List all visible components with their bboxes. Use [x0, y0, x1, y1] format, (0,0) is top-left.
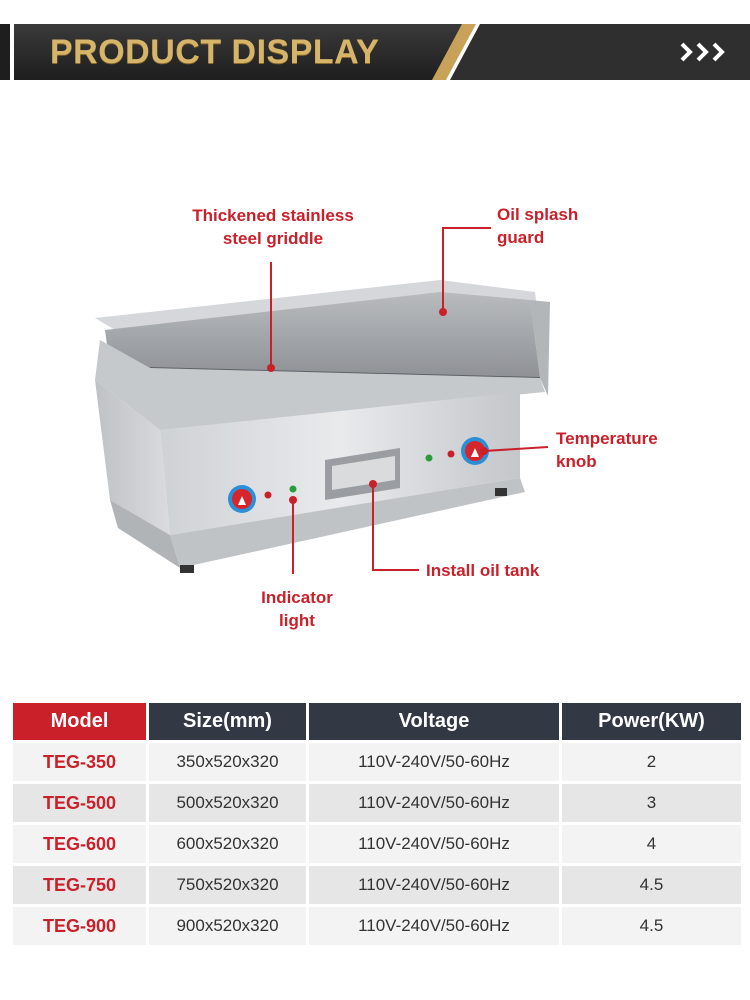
model-cell: TEG-600	[13, 825, 146, 863]
callout-dots	[267, 308, 488, 504]
model-cell: TEG-750	[13, 866, 146, 904]
product-illustration: Thickened stainless steel griddle Oil sp…	[0, 190, 750, 630]
table-header-row: Model Size(mm) Voltage Power(KW)	[13, 703, 741, 740]
table-row: TEG-750 750x520x320 110V-240V/50-60Hz 4.…	[13, 866, 741, 904]
chevrons-icon	[680, 42, 725, 62]
size-cell: 600x520x320	[149, 825, 306, 863]
power-cell: 2	[562, 743, 741, 781]
griddle-image	[95, 227, 550, 574]
header-background	[0, 24, 750, 80]
header-size: Size(mm)	[149, 703, 306, 740]
voltage-cell: 110V-240V/50-60Hz	[309, 825, 559, 863]
table-row: TEG-500 500x520x320 110V-240V/50-60Hz 3	[13, 784, 741, 822]
size-cell: 900x520x320	[149, 907, 306, 945]
callout-indicator-light: Indicator light	[261, 588, 333, 630]
header-banner: PRODUCT DISPLAY	[0, 24, 750, 80]
spec-table: Model Size(mm) Voltage Power(KW) TEG-350…	[10, 700, 744, 948]
voltage-cell: 110V-240V/50-60Hz	[309, 866, 559, 904]
callout-temperature-knob: Temperature knob	[556, 429, 658, 471]
header-power: Power(KW)	[562, 703, 741, 740]
page-title: PRODUCT DISPLAY	[50, 33, 380, 71]
power-cell: 4.5	[562, 866, 741, 904]
model-cell: TEG-500	[13, 784, 146, 822]
table-row: TEG-900 900x520x320 110V-240V/50-60Hz 4.…	[13, 907, 741, 945]
table-row: TEG-600 600x520x320 110V-240V/50-60Hz 4	[13, 825, 741, 863]
size-cell: 500x520x320	[149, 784, 306, 822]
voltage-cell: 110V-240V/50-60Hz	[309, 743, 559, 781]
power-cell: 4	[562, 825, 741, 863]
callout-lines	[270, 227, 549, 574]
voltage-cell: 110V-240V/50-60Hz	[309, 784, 559, 822]
voltage-cell: 110V-240V/50-60Hz	[309, 907, 559, 945]
table-row: TEG-350 350x520x320 110V-240V/50-60Hz 2	[13, 743, 741, 781]
power-cell: 4.5	[562, 907, 741, 945]
size-cell: 350x520x320	[149, 743, 306, 781]
power-cell: 3	[562, 784, 741, 822]
header-model: Model	[13, 703, 146, 740]
model-cell: TEG-350	[13, 743, 146, 781]
callout-splash-guard: Oil splash guard	[497, 205, 579, 247]
header-voltage: Voltage	[309, 703, 559, 740]
callout-griddle: Thickened stainless steel griddle	[192, 206, 354, 248]
model-cell: TEG-900	[13, 907, 146, 945]
callout-oil-tank: Install oil tank	[426, 561, 540, 580]
size-cell: 750x520x320	[149, 866, 306, 904]
